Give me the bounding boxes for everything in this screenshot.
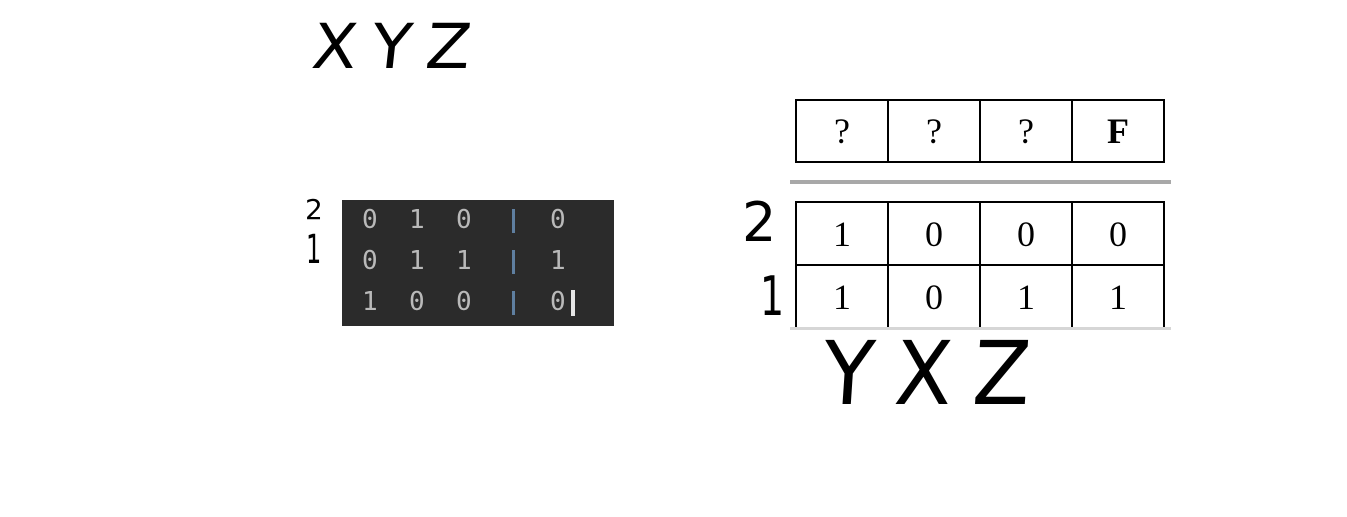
terminal-cell: 1: [409, 246, 425, 276]
truth-table-body: 1 0 0 0 1 0 1 1: [795, 201, 1165, 329]
text-cursor: [571, 290, 575, 316]
table-cell: 0: [887, 264, 981, 329]
handwritten-row-number-2-right: 2: [742, 191, 777, 254]
terminal-cell: 0: [409, 287, 425, 317]
table-row: ? ? ? F: [795, 99, 1165, 163]
terminal-cell: 1: [362, 287, 378, 317]
table-row: 1 0 1 1: [795, 264, 1165, 329]
table-row: 1 0 0 0: [795, 201, 1165, 266]
handwritten-yxz-label: YXZ: [819, 322, 1055, 425]
terminal-row: 0 1 1 1: [342, 241, 614, 281]
terminal-cell: 0: [456, 287, 472, 317]
table-cell: 1: [979, 264, 1073, 329]
handwritten-xyz-label: XYZ: [308, 10, 490, 83]
header-cell: ?: [795, 99, 889, 163]
table-cell: 0: [887, 201, 981, 266]
terminal-row: 1 0 0 0: [342, 282, 614, 322]
table-cell: 1: [795, 201, 889, 266]
table-bottom-line: [790, 327, 1171, 330]
terminal-separator: [512, 209, 515, 233]
terminal-cell: 0: [456, 205, 472, 235]
handwritten-row-number-2-left: 2: [305, 193, 323, 226]
terminal-cell: 1: [409, 205, 425, 235]
header-cell-output: F: [1071, 99, 1165, 163]
header-cell: ?: [887, 99, 981, 163]
handwritten-row-number-1-left: 1: [306, 227, 322, 273]
table-cell: 1: [1071, 264, 1165, 329]
terminal-cell: 1: [456, 246, 472, 276]
header-divider: [790, 180, 1171, 184]
table-cell: 0: [979, 201, 1073, 266]
terminal-output-cell: 1: [550, 246, 566, 276]
terminal-output-cell: 0: [550, 287, 566, 317]
header-cell: ?: [979, 99, 1073, 163]
terminal-row: 0 1 0 0: [342, 200, 614, 240]
terminal-separator: [512, 250, 515, 274]
handwritten-row-number-1-right: 1: [760, 265, 785, 328]
terminal-cell: 0: [362, 246, 378, 276]
terminal-separator: [512, 291, 515, 315]
truth-table-header: ? ? ? F: [795, 99, 1165, 163]
terminal-truth-table: 0 1 0 0 0 1 1 1 1 0 0 0: [342, 200, 614, 326]
terminal-cell: 0: [362, 205, 378, 235]
table-cell: 0: [1071, 201, 1165, 266]
terminal-output-cell: 0: [550, 205, 566, 235]
table-cell: 1: [795, 264, 889, 329]
